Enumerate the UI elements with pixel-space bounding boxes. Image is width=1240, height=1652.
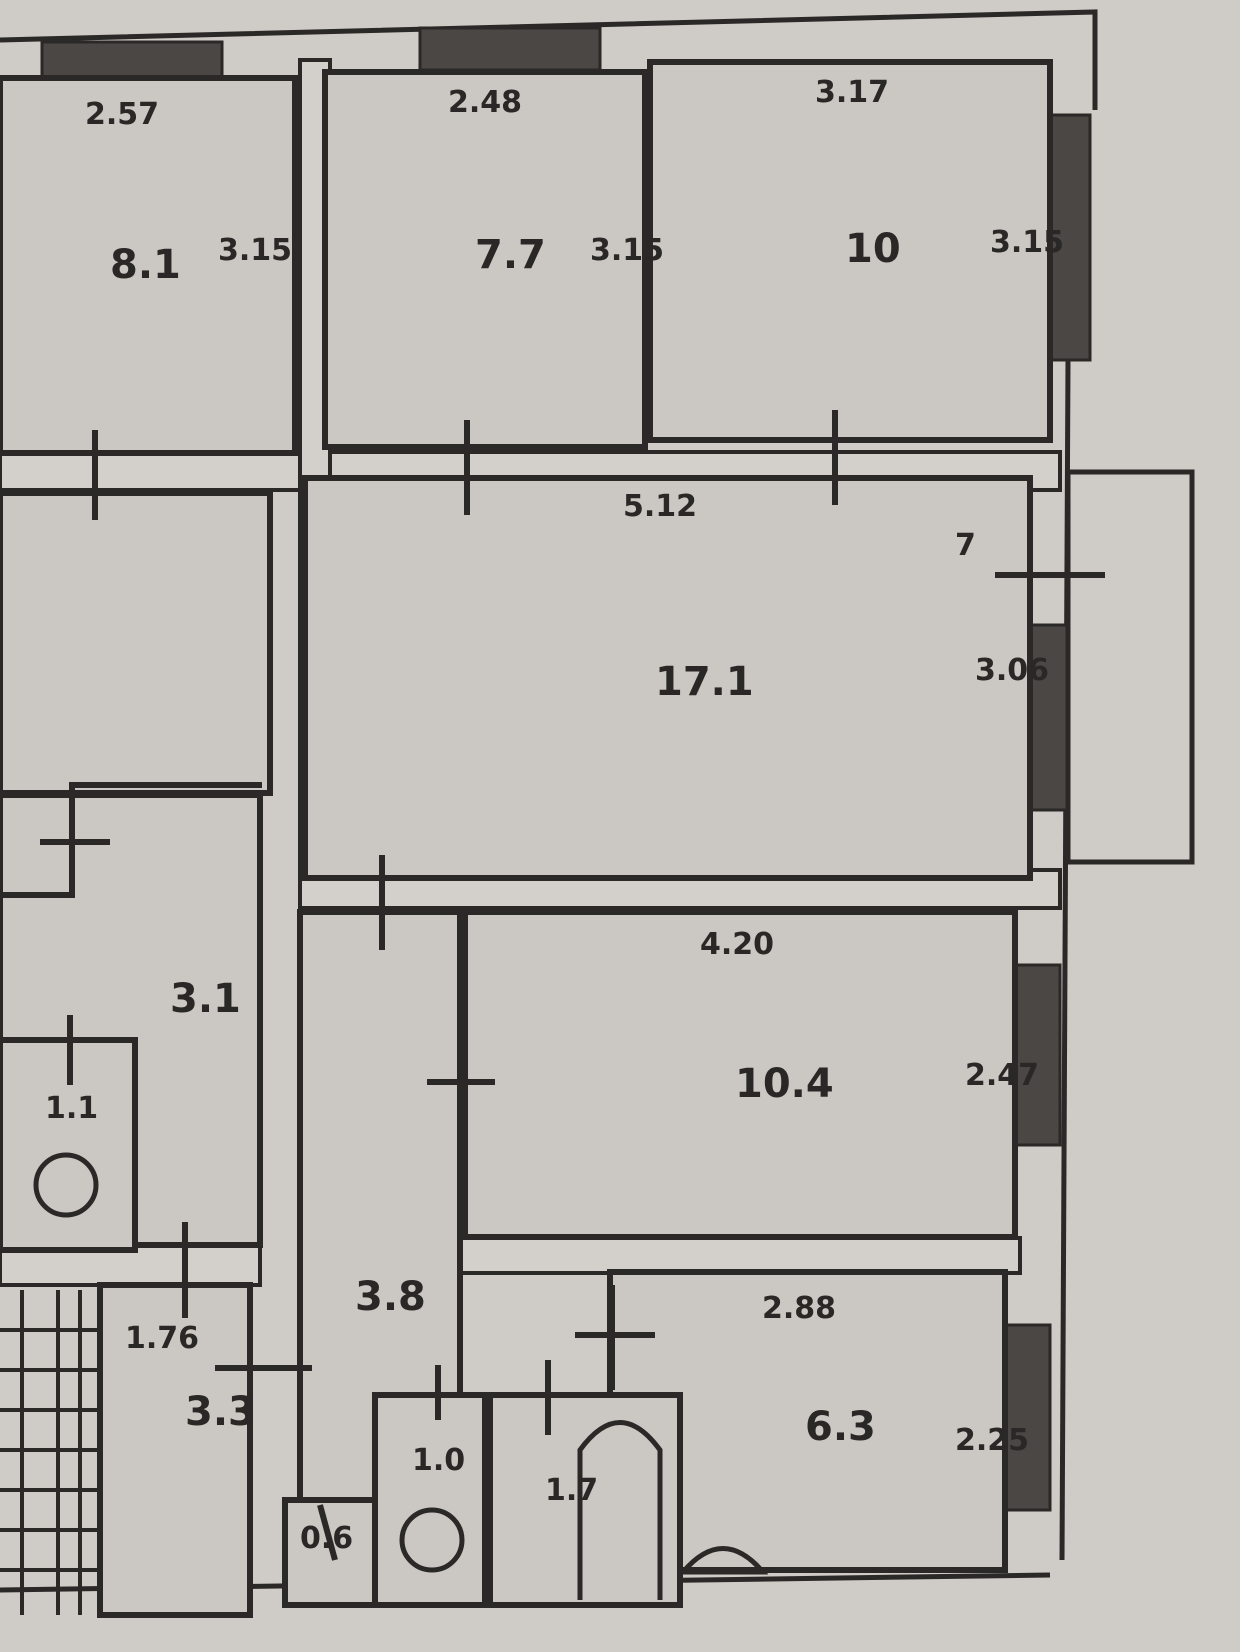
staircase (0, 1290, 100, 1615)
area-hall: 3.8 (355, 1274, 426, 1320)
room-bath (487, 1392, 683, 1608)
area-lower-right: 6.3 (805, 1404, 876, 1450)
labels: 2.57 3.15 8.1 2.48 3.15 7.7 3.17 3.15 10… (45, 75, 1064, 1556)
room-top-right (647, 59, 1053, 443)
dim-top-right-depth: 3.15 (990, 225, 1064, 260)
area-top-middle: 7.7 (475, 232, 546, 278)
area-wc: 1.0 (412, 1443, 465, 1478)
bathtub-icon (577, 1420, 663, 1600)
area-closet: 0.6 (300, 1521, 353, 1556)
dim-top-left-depth: 3.15 (218, 233, 292, 268)
area-bath: 1.7 (545, 1473, 598, 1508)
dim-center-width: 5.12 (623, 489, 697, 524)
area-top-left: 8.1 (110, 242, 181, 288)
balcony (1065, 469, 1195, 865)
window-right-lower (998, 1323, 1052, 1512)
dim-top-middle-depth: 3.15 (590, 233, 664, 268)
dim-lower-right-width: 2.88 (762, 1291, 836, 1326)
room-top-left (0, 75, 298, 456)
window-top-center (418, 26, 602, 72)
area-left-bottom: 3.3 (185, 1389, 256, 1435)
window-top-left (40, 40, 224, 80)
dim-left-bottom: 1.76 (125, 1321, 199, 1356)
area-left-small: 3.1 (170, 976, 241, 1022)
dim-top-left-width: 2.57 (85, 97, 159, 132)
area-center: 17.1 (655, 659, 754, 705)
room-wc (372, 1392, 488, 1608)
area-middle-right: 10.4 (735, 1061, 834, 1107)
dim-middle-right-depth: 2.47 (965, 1058, 1039, 1093)
area-wc-left: 1.1 (45, 1091, 98, 1126)
room-left-bottom (97, 1282, 253, 1618)
dim-middle-right-width: 4.20 (700, 927, 774, 962)
toilet-icon (399, 1507, 465, 1573)
dim-lower-right-depth: 2.25 (955, 1423, 1029, 1458)
door-marks (40, 410, 1105, 1561)
area-top-right: 10 (845, 226, 901, 272)
room-middle-right (462, 909, 1018, 1240)
dim-center-depth: 3.06 (975, 653, 1049, 688)
dim-top-middle-width: 2.48 (448, 85, 522, 120)
toilet-left-icon (33, 1152, 99, 1218)
room-top-middle (322, 69, 648, 450)
dim-top-right-width: 3.17 (815, 75, 889, 110)
sanitary-fixtures (33, 1152, 769, 1600)
sink-icon (677, 1546, 769, 1575)
mark-center-side: 7 (955, 528, 976, 563)
room-left-upper (0, 490, 273, 796)
window-right-middle (1008, 963, 1062, 1147)
room-large-center (302, 475, 1033, 881)
